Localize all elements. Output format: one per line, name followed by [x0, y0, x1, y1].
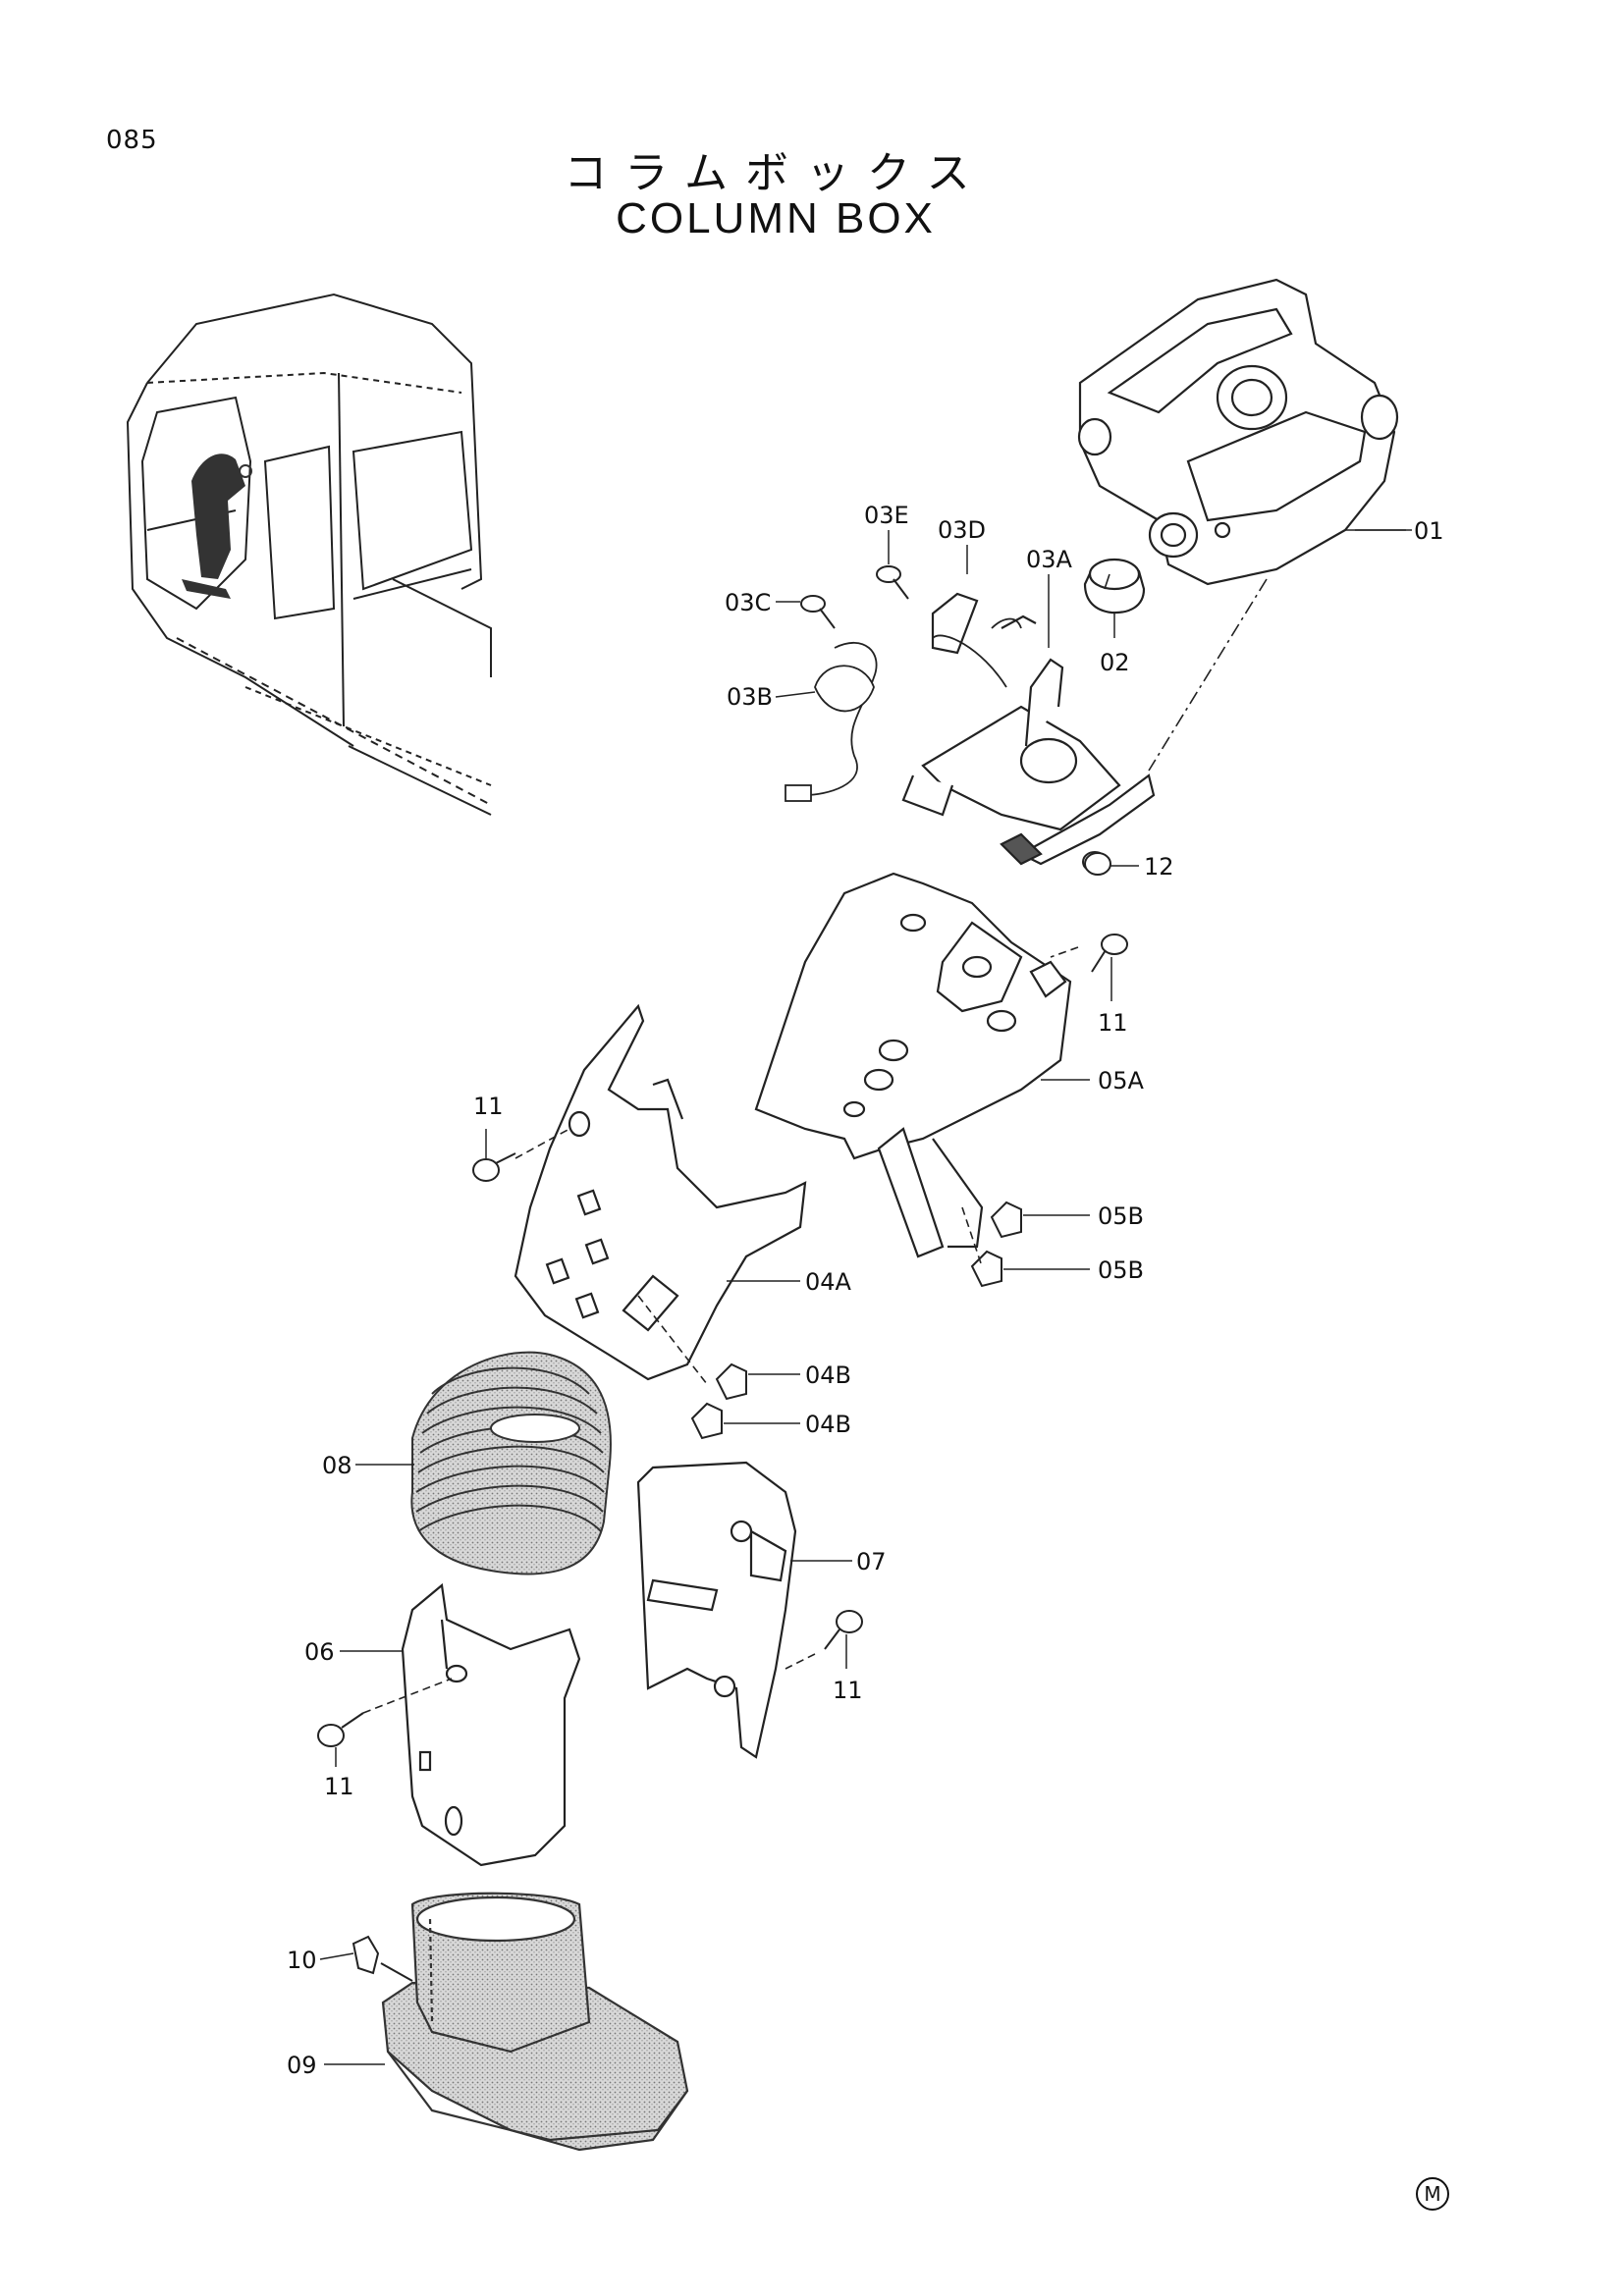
label-03B: 03B — [727, 683, 816, 711]
part-04A-lower-cover — [514, 1003, 807, 1381]
label-02: 02 — [1100, 649, 1130, 676]
label-05B-lower: 05B — [1003, 1256, 1144, 1284]
svg-text:07: 07 — [856, 1548, 887, 1575]
label-04A: 04A — [727, 1268, 852, 1296]
label-09: 09 — [287, 2052, 385, 2079]
svg-text:03A: 03A — [1026, 546, 1073, 573]
screw-11-c — [824, 1610, 863, 1650]
screw-11-a — [1091, 934, 1128, 973]
svg-text:09: 09 — [287, 2052, 317, 2079]
part-09-boot — [381, 1892, 689, 2152]
part-02-cap — [1083, 558, 1146, 638]
part-03-wire-harness — [785, 617, 1022, 802]
label-08: 08 — [322, 1452, 414, 1479]
svg-text:11: 11 — [324, 1773, 354, 1800]
label-01: 01 — [1355, 517, 1444, 545]
label-06: 06 — [304, 1638, 403, 1666]
part-05A-upper-cover — [754, 872, 1072, 1258]
part-08-bellows — [410, 1351, 612, 1575]
part-01-housing — [1077, 278, 1399, 586]
screw-11-b — [472, 1152, 516, 1182]
part-07-right-cover — [636, 1461, 797, 1759]
svg-text:04B: 04B — [805, 1411, 851, 1438]
svg-text:08: 08 — [322, 1452, 352, 1479]
svg-text:03D: 03D — [938, 516, 986, 544]
svg-text:11: 11 — [833, 1677, 863, 1704]
label-03A: 03A — [1026, 546, 1073, 648]
svg-text:01: 01 — [1414, 517, 1444, 545]
label-05B-upper: 05B — [1023, 1202, 1144, 1230]
svg-text:02: 02 — [1100, 649, 1130, 676]
svg-text:06: 06 — [304, 1638, 335, 1666]
screw-12 — [1084, 852, 1111, 876]
page-number: 085 — [106, 126, 158, 155]
title-english: COLUMN BOX — [616, 194, 936, 242]
part-04B-clips — [690, 1362, 747, 1440]
svg-text:05B: 05B — [1098, 1202, 1144, 1230]
svg-text:11: 11 — [473, 1093, 504, 1120]
svg-text:05A: 05A — [1098, 1067, 1145, 1095]
label-11-c: 11 — [833, 1634, 863, 1704]
svg-text:03C: 03C — [725, 589, 771, 616]
svg-text:11: 11 — [1098, 1009, 1128, 1037]
screw-11-d — [317, 1712, 364, 1747]
label-10: 10 — [287, 1947, 354, 1974]
label-03E: 03E — [864, 502, 909, 564]
svg-text:03E: 03E — [864, 502, 909, 529]
label-04B-lower: 04B — [724, 1411, 851, 1438]
label-04B-upper: 04B — [748, 1362, 851, 1389]
svg-text:10: 10 — [287, 1947, 317, 1974]
label-11-a: 11 — [1098, 957, 1128, 1037]
label-03D: 03D — [938, 516, 986, 574]
title-japanese: コラムボックス — [564, 148, 988, 198]
part-03-bracket-assembly — [901, 592, 1156, 866]
cab-joystick — [182, 454, 252, 599]
svg-text:04B: 04B — [805, 1362, 851, 1389]
part-06-left-cover — [401, 1582, 581, 1867]
svg-text:04A: 04A — [805, 1268, 852, 1296]
manufacturer-mark: M — [1416, 2177, 1449, 2211]
part-10-clip — [352, 1935, 413, 1982]
svg-text:03B: 03B — [727, 683, 773, 711]
cab-illustration — [126, 293, 492, 816]
svg-text:05B: 05B — [1098, 1256, 1144, 1284]
leader-lines — [362, 573, 1268, 1714]
label-03C: 03C — [725, 589, 800, 616]
label-11-d: 11 — [324, 1747, 354, 1800]
label-12: 12 — [1110, 853, 1174, 881]
label-07: 07 — [790, 1548, 887, 1575]
svg-text:12: 12 — [1144, 853, 1174, 881]
label-05A: 05A — [1041, 1067, 1145, 1095]
label-11-b: 11 — [473, 1093, 504, 1158]
